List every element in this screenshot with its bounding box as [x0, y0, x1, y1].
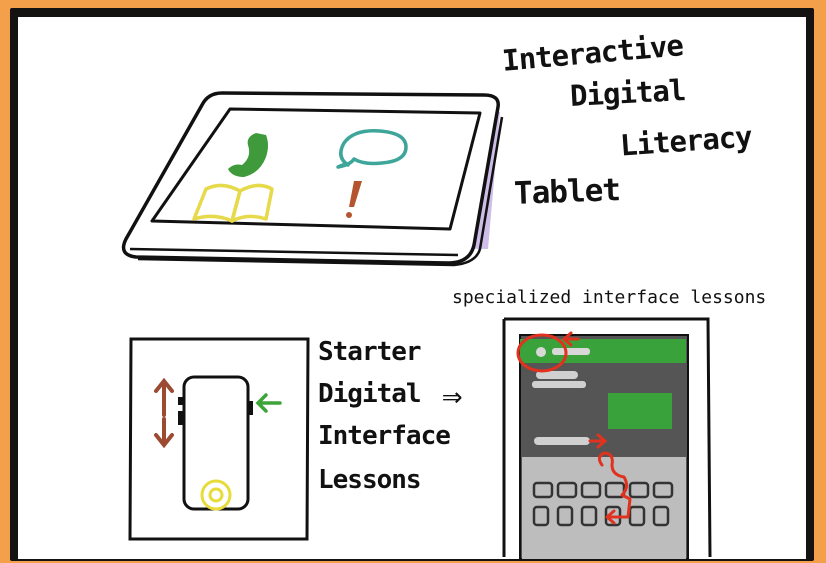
avatar-pointer-arrow: [561, 331, 580, 347]
mock-message-gray-3: [534, 437, 590, 445]
exclamation-icon: [346, 181, 362, 218]
tablet-screen: [150, 107, 482, 231]
mock-keys: [532, 481, 674, 527]
flow-arrow: ⇒: [442, 376, 463, 416]
side-button-left-1: [178, 397, 184, 405]
specialized-lesson-panel: [502, 317, 712, 559]
side-button-left-2: [178, 411, 184, 425]
tablet-edge-lower: [137, 116, 504, 267]
volume-up-arrow: [154, 377, 174, 417]
starter-line-2: Digital: [318, 379, 422, 409]
starter-lesson-panel: [128, 337, 310, 541]
title-line-2: Digital: [569, 73, 687, 113]
specialized-label: specialized interface lessons: [452, 287, 767, 308]
home-button-highlight-inner: [208, 487, 224, 503]
volume-down-arrow: [154, 417, 174, 449]
power-button-arrow: [255, 393, 282, 413]
speech-bubble-icon: [336, 129, 408, 169]
mock-app-bar: [520, 339, 686, 363]
mock-message-gray-1: [536, 371, 578, 379]
mock-avatar: [536, 347, 546, 357]
starter-line-1: Starter: [318, 337, 422, 367]
home-button-highlight-outer: [200, 479, 232, 511]
drawing-canvas: Interactive Digital Literacy Tablet Star…: [18, 17, 806, 559]
mock-message-gray-2: [532, 381, 586, 388]
starter-line-3: Interface: [318, 421, 451, 451]
tablet-edge: [129, 247, 459, 257]
avatar-highlight-circle: [516, 333, 568, 373]
mock-title-bar: [552, 348, 590, 355]
side-button-right: [247, 401, 253, 415]
tablet-illustration: [121, 91, 504, 267]
sketch-illustrations: [121, 91, 712, 559]
open-book-icon: [192, 183, 274, 223]
send-pointer-arrow: [588, 433, 608, 449]
subtitle: Tablet: [513, 172, 621, 212]
keyboard-path-arrow: [597, 451, 632, 525]
mock-message-green: [608, 393, 672, 429]
phone-icon: [228, 133, 268, 177]
starter-line-4: Lessons: [318, 465, 422, 495]
